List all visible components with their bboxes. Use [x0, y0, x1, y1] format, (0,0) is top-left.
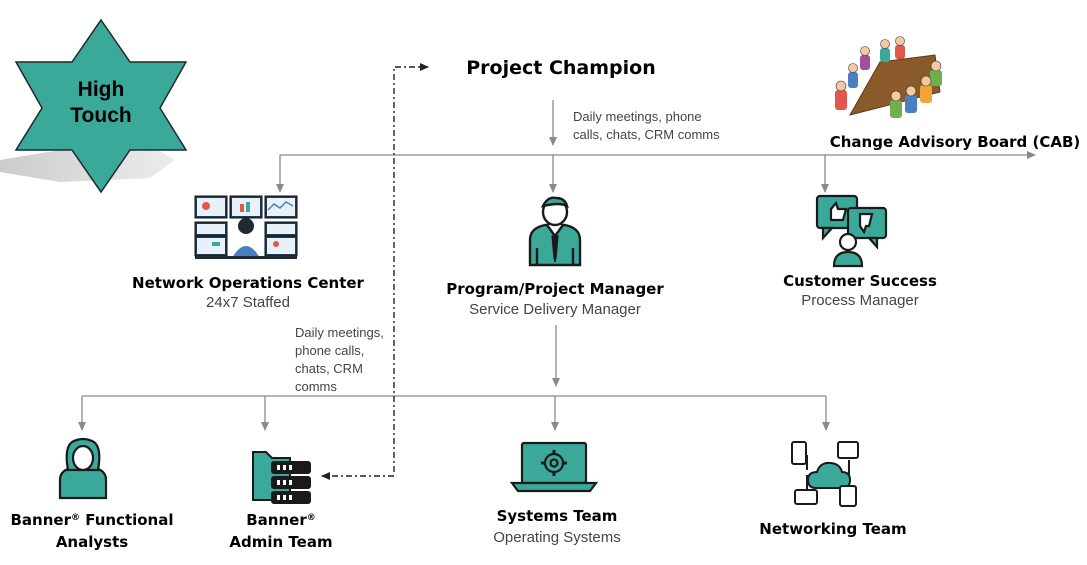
- noc-title: Network Operations Center: [132, 274, 364, 292]
- noc-monitors-icon: [194, 195, 298, 259]
- analyst-person-icon: [58, 437, 108, 500]
- feedback-icon: [815, 194, 888, 268]
- connectors: [78, 100, 1036, 431]
- net-title: Networking Team: [759, 520, 906, 538]
- meeting-table-icon: [835, 36, 942, 118]
- ppm-title: Program/Project Manager: [446, 280, 664, 298]
- comms-note-mid-line-3: chats, CRM: [295, 361, 363, 376]
- laptop-gear-icon: [509, 441, 599, 493]
- manager-person-icon: [528, 196, 582, 267]
- cab-title: Change Advisory Board (CAB): [830, 133, 1081, 151]
- cs-title: Customer Success: [783, 272, 937, 290]
- comms-note-top-line-2: calls, chats, CRM comms: [573, 127, 720, 142]
- bfa-title-line-2: Analysts: [56, 533, 128, 551]
- comms-note-mid-line-1: Daily meetings,: [295, 325, 384, 340]
- cs-subtitle: Process Manager: [801, 292, 919, 309]
- network-cloud-icon: [791, 441, 859, 507]
- dotted-comms-path: [321, 63, 429, 480]
- badge-line-1: High: [78, 78, 125, 101]
- bat-title-line-2: Admin Team: [229, 533, 332, 551]
- bat-title-line-1: Banner®: [246, 511, 315, 529]
- noc-subtitle: 24x7 Staffed: [206, 294, 290, 311]
- star-shape: [14, 18, 188, 194]
- high-touch-badge: High Touch: [0, 18, 188, 194]
- sys-title: Systems Team: [497, 507, 618, 525]
- bfa-title-line-1: Banner® Functional: [10, 511, 173, 529]
- project-champion-title: Project Champion: [466, 57, 656, 79]
- sys-subtitle: Operating Systems: [493, 529, 621, 546]
- server-folder-icon: [252, 451, 311, 504]
- comms-note-mid-line-2: phone calls,: [295, 343, 364, 358]
- comms-note-mid-line-4: comms: [295, 379, 337, 394]
- badge-line-2: Touch: [70, 104, 131, 127]
- ppm-subtitle: Service Delivery Manager: [469, 301, 641, 318]
- comms-note-top-line-1: Daily meetings, phone: [573, 109, 702, 124]
